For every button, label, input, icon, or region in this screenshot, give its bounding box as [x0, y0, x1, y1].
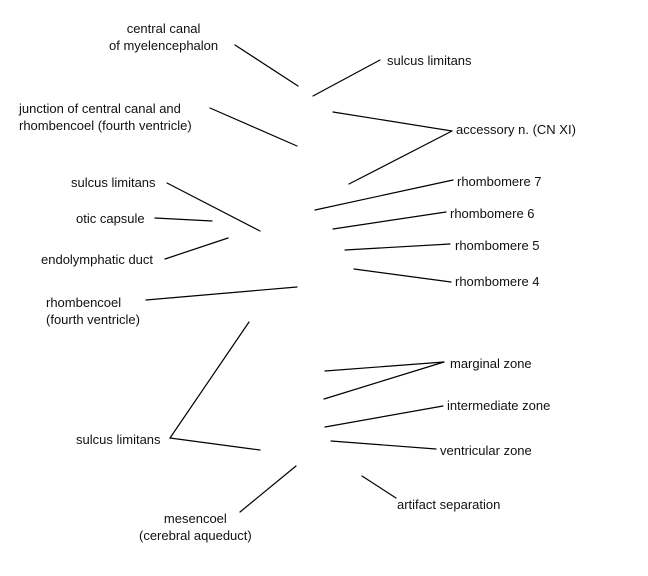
label-rhombomere-5: rhombomere 5 [455, 238, 540, 253]
label-ventricular-zone: ventricular zone [440, 443, 532, 458]
label-intermediate-zone: intermediate zone [447, 398, 551, 413]
leader-rhombomere-5 [344, 243, 451, 251]
label-mesencoel: mesencoel (cerebral aqueduct) [139, 511, 252, 543]
leader-central-canal [234, 44, 299, 87]
label-rhombomere-4: rhombomere 4 [455, 274, 540, 289]
label-sulcus-limitans-top: sulcus limitans [387, 53, 472, 68]
label-rhombencoel: rhombencoel (fourth ventricle) [46, 295, 140, 327]
label-accessory-nerve: accessory n. (CN XI) [456, 122, 576, 137]
leader-accessory-n-b [348, 130, 453, 185]
leader-mesencoel [239, 465, 297, 513]
leader-junction [209, 107, 298, 147]
label-sulcus-limitans-bottom: sulcus limitans [76, 432, 161, 447]
leader-artifact-separation [361, 475, 397, 499]
leader-sulcus-limitans-bottom-a [169, 321, 250, 439]
leader-sulcus-limitans-top [312, 59, 381, 97]
leader-intermediate-zone [324, 405, 444, 428]
leader-rhombencoel [145, 286, 298, 301]
leader-ventricular-zone [330, 440, 437, 450]
label-rhombomere-7: rhombomere 7 [457, 174, 542, 189]
leader-accessory-n-a [332, 111, 453, 132]
label-artifact-separation: artifact separation [397, 497, 501, 512]
label-junction-central-canal-rhombencoel: junction of central canal and rhombencoe… [19, 101, 192, 133]
label-endolymphatic-duct: endolymphatic duct [41, 252, 154, 267]
leader-sulcus-limitans-bottom-b [169, 437, 261, 451]
label-sulcus-limitans-mid: sulcus limitans [71, 175, 156, 190]
leader-otic-capsule [154, 217, 213, 222]
label-otic-capsule: otic capsule [76, 211, 145, 226]
label-rhombomere-6: rhombomere 6 [450, 206, 535, 221]
leader-marginal-zone-a [324, 361, 445, 372]
leader-endolymphatic-duct [164, 237, 229, 260]
leader-rhombomere-7 [314, 179, 454, 211]
label-marginal-zone: marginal zone [450, 356, 532, 371]
label-central-canal: central canal of myelencephalon [109, 21, 219, 53]
leader-sulcus-limitans-mid [166, 182, 261, 232]
leader-marginal-zone-b [323, 361, 445, 400]
leader-rhombomere-4 [353, 268, 452, 283]
leader-rhombomere-6 [332, 211, 447, 230]
